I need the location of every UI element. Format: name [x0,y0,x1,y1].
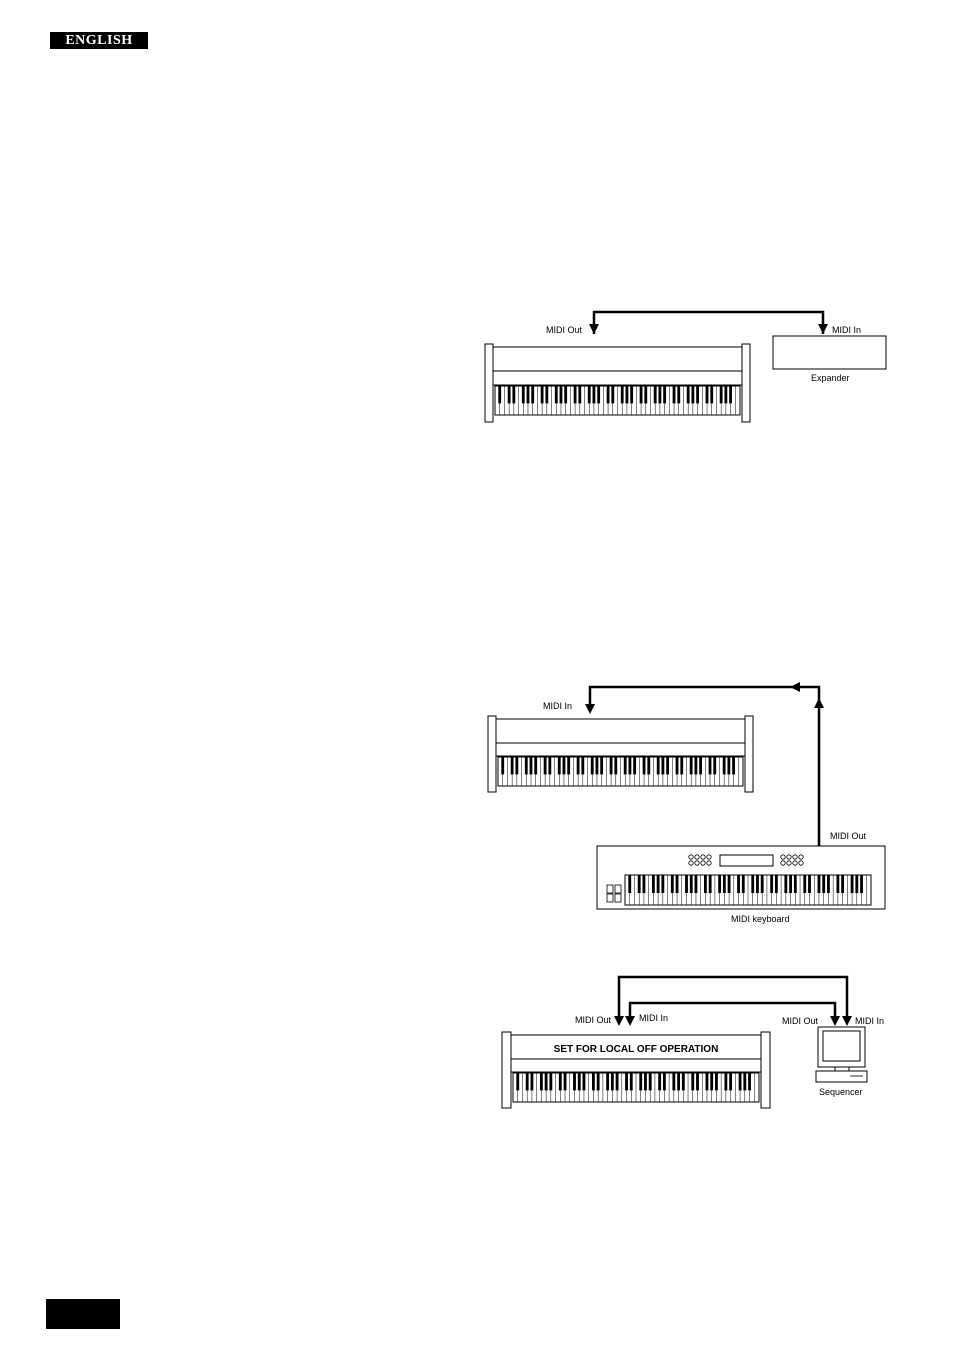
midi-cable-piano-out-to-seq-in [617,975,849,1020]
language-tab: ENGLISH [50,32,148,49]
midi-keyboard-label: MIDI keyboard [731,914,790,924]
piano-keyboard [512,1072,760,1103]
sequencer-computer [815,1026,868,1083]
piano-keyboard [497,756,744,787]
keyboard-midi-out-label: MIDI Out [830,831,867,841]
sequencer-midi-in-label: MIDI In [855,1016,884,1026]
expander-module [772,335,887,370]
diagram-piano-sequencer: SET FOR LOCAL OFF OPERATION MIDI Out MID… [501,975,884,1109]
knob-cluster-right [780,854,804,866]
local-off-panel-text: SET FOR LOCAL OFF OPERATION [554,1044,719,1055]
digital-piano [487,715,754,793]
piano-midi-in-label: MIDI In [543,701,572,711]
piano-midi-out-label: MIDI Out [575,1015,612,1025]
diagram-piano-to-expander: MIDI Out MIDI In Expander [484,310,887,423]
piano-midi-out-label: MIDI Out [546,325,583,335]
midi-cable-out-to-in [592,310,825,334]
knob-cluster-left [688,854,712,866]
page-number-tab [46,1299,120,1329]
digital-piano [484,343,751,423]
digital-piano: SET FOR LOCAL OFF OPERATION [501,1031,771,1109]
expander-label: Expander [811,373,850,383]
piano-midi-in-label: MIDI In [639,1013,668,1023]
pitch-mod-wheels [606,884,622,903]
sequencer-midi-out-label: MIDI Out [782,1016,819,1026]
piano-keyboard [494,385,741,416]
expander-midi-in-label: MIDI In [832,325,861,335]
midi-cable-seq-out-to-piano-in [628,1001,837,1020]
sequencer-label: Sequencer [819,1087,863,1097]
diagram-keyboard-to-piano: MIDI In MIDI Out MIDI keyboard [487,682,886,924]
midi-keyboard-controller [596,845,886,910]
midi-cable-keyboard-to-piano [588,685,821,846]
controller-keys [624,874,872,906]
